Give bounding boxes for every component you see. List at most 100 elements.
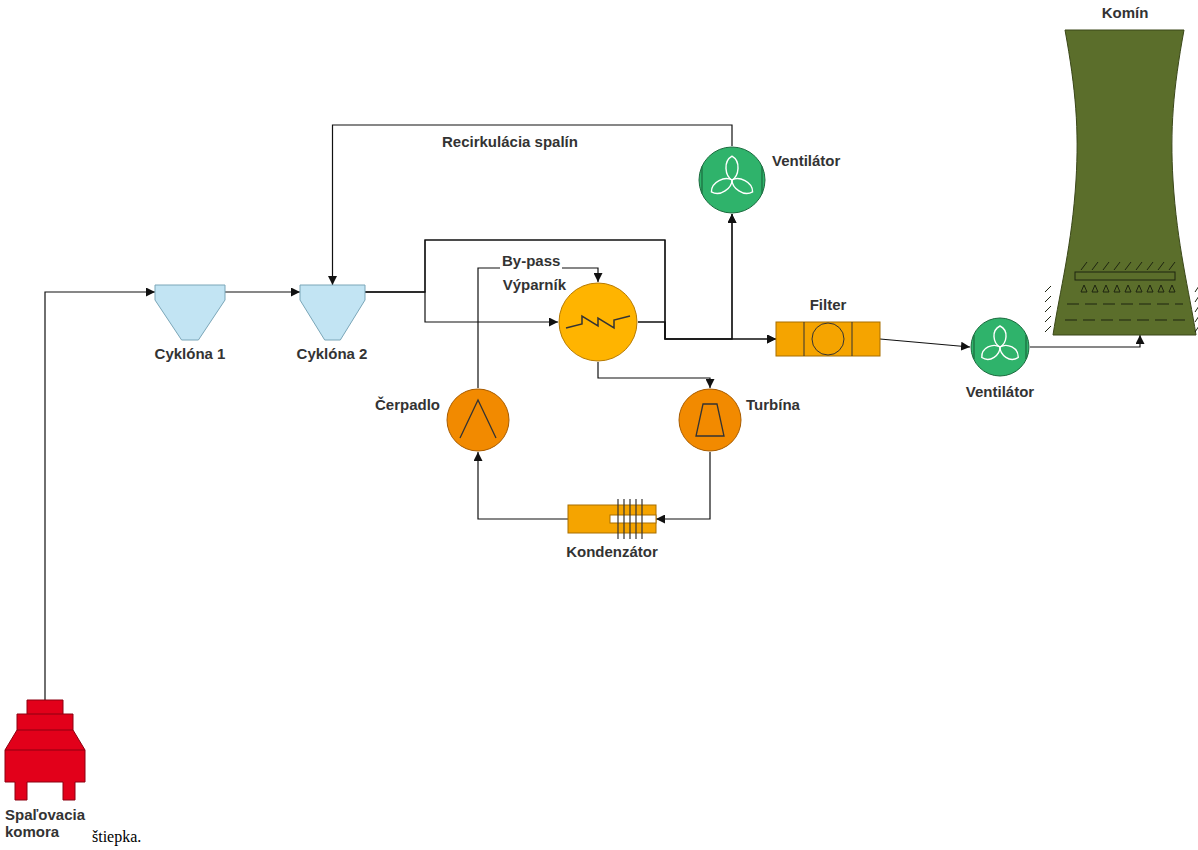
turbine-shape xyxy=(678,388,742,452)
turbine-mark xyxy=(696,404,724,436)
combustion-chamber: Spaľovacia komora xyxy=(5,700,85,800)
cyclone-symbol xyxy=(155,285,225,340)
fan-housing xyxy=(702,166,762,193)
cyclone-symbol xyxy=(300,285,365,340)
fan-shape xyxy=(698,146,766,214)
filter: Filter xyxy=(776,322,880,356)
hatch-line xyxy=(1158,262,1164,270)
tube-line xyxy=(617,499,618,539)
hatch-line xyxy=(1169,262,1175,270)
filter-shape xyxy=(776,322,880,356)
flow-connector xyxy=(225,291,300,292)
flow-connector xyxy=(45,292,155,700)
nozzle-mark xyxy=(1114,285,1120,292)
node-label: Turbína xyxy=(746,396,800,413)
fan-symbol xyxy=(971,318,1029,376)
furnace-seam xyxy=(5,714,85,750)
fan: Ventilátor xyxy=(698,146,766,214)
fan-blade xyxy=(729,175,756,197)
node-label: Filter xyxy=(810,296,847,313)
node-label: Čerpadlo xyxy=(375,396,440,413)
node-label: Výparník xyxy=(503,276,566,293)
nozzle-mark xyxy=(1092,285,1098,292)
fan: Ventilátor xyxy=(970,317,1030,377)
hatch-line xyxy=(1045,286,1051,292)
cyclone-shape xyxy=(155,285,225,340)
cyclone-shape xyxy=(300,285,365,340)
hatch-line xyxy=(1195,316,1198,322)
node-label: Kondenzátor xyxy=(566,543,658,560)
fan-symbol xyxy=(699,147,765,213)
condenser-body xyxy=(568,505,656,533)
fan-housing xyxy=(974,335,1026,359)
filter-symbol xyxy=(776,322,880,356)
fan-blade xyxy=(997,342,1021,363)
node-label: Komín xyxy=(1102,4,1149,21)
condenser-slot xyxy=(610,515,656,523)
hatch-line xyxy=(1125,262,1131,270)
condenser-symbol xyxy=(568,499,656,539)
combustion-chamber-shape xyxy=(5,700,85,800)
hatch-line xyxy=(1147,262,1153,270)
node-label: Cyklóna 1 xyxy=(155,345,226,362)
nozzle-mark xyxy=(1103,285,1109,292)
evaporator-shape xyxy=(558,282,638,362)
nozzle-mark xyxy=(1158,285,1164,292)
turbine-symbol xyxy=(679,389,741,451)
flow-connector xyxy=(478,452,568,519)
pump-shape xyxy=(446,388,510,452)
hatch-line xyxy=(1081,262,1087,270)
node-label: Ventilátor xyxy=(966,383,1034,400)
node-label: Spaľovacia komora xyxy=(5,806,105,840)
fan-circle xyxy=(699,147,765,213)
condenser-shape xyxy=(568,505,656,533)
hatch-line xyxy=(1045,326,1051,332)
spray-bar xyxy=(1075,272,1175,280)
edge-label: Recirkulácia spalín xyxy=(440,133,580,150)
tube-line xyxy=(629,499,630,539)
note-label: štiepka. xyxy=(92,828,141,846)
edge-label: By-pass xyxy=(500,252,562,269)
hatch-line xyxy=(1045,316,1051,322)
filter-body xyxy=(776,322,880,356)
hatch-line xyxy=(1045,296,1051,302)
flow-connector xyxy=(365,292,558,322)
hx-symbol xyxy=(559,283,637,361)
packing-line xyxy=(1065,304,1185,320)
hatch-line xyxy=(1195,296,1198,302)
hatch-line xyxy=(1045,306,1051,312)
hatch-line xyxy=(1195,326,1198,332)
flow-connector xyxy=(333,125,733,285)
flow-connector xyxy=(365,214,732,339)
turbine: Turbína xyxy=(678,388,742,452)
node-label: Cyklóna 2 xyxy=(297,345,368,362)
chimney-internals xyxy=(1045,262,1198,332)
fan-blade xyxy=(726,156,738,180)
fan-blade xyxy=(708,175,735,197)
flow-connector xyxy=(638,214,732,339)
turbine-circle xyxy=(679,389,741,451)
hatch-line xyxy=(1195,286,1198,292)
cyclone-body xyxy=(155,285,225,340)
hatch-line xyxy=(1195,306,1198,312)
fan-shape xyxy=(970,317,1030,377)
cyclone-body xyxy=(300,285,365,340)
evaporator: Výparník xyxy=(558,282,638,362)
flow-connector xyxy=(598,362,710,388)
nozzle-mark xyxy=(1136,285,1142,292)
furnace-body xyxy=(5,700,85,800)
flow-connector xyxy=(1030,335,1140,347)
nozzle-mark xyxy=(1125,285,1131,292)
fan-blade xyxy=(994,326,1006,347)
condenser: Kondenzátor xyxy=(568,505,656,533)
coil-line xyxy=(566,316,630,328)
pump-mark xyxy=(460,400,496,438)
chimney: Komín xyxy=(1053,30,1196,335)
tube-line xyxy=(623,499,624,539)
hatch-line xyxy=(1103,262,1109,270)
hatch-line xyxy=(1136,262,1142,270)
flow-connector xyxy=(656,452,710,519)
nozzle-mark xyxy=(1169,285,1175,292)
